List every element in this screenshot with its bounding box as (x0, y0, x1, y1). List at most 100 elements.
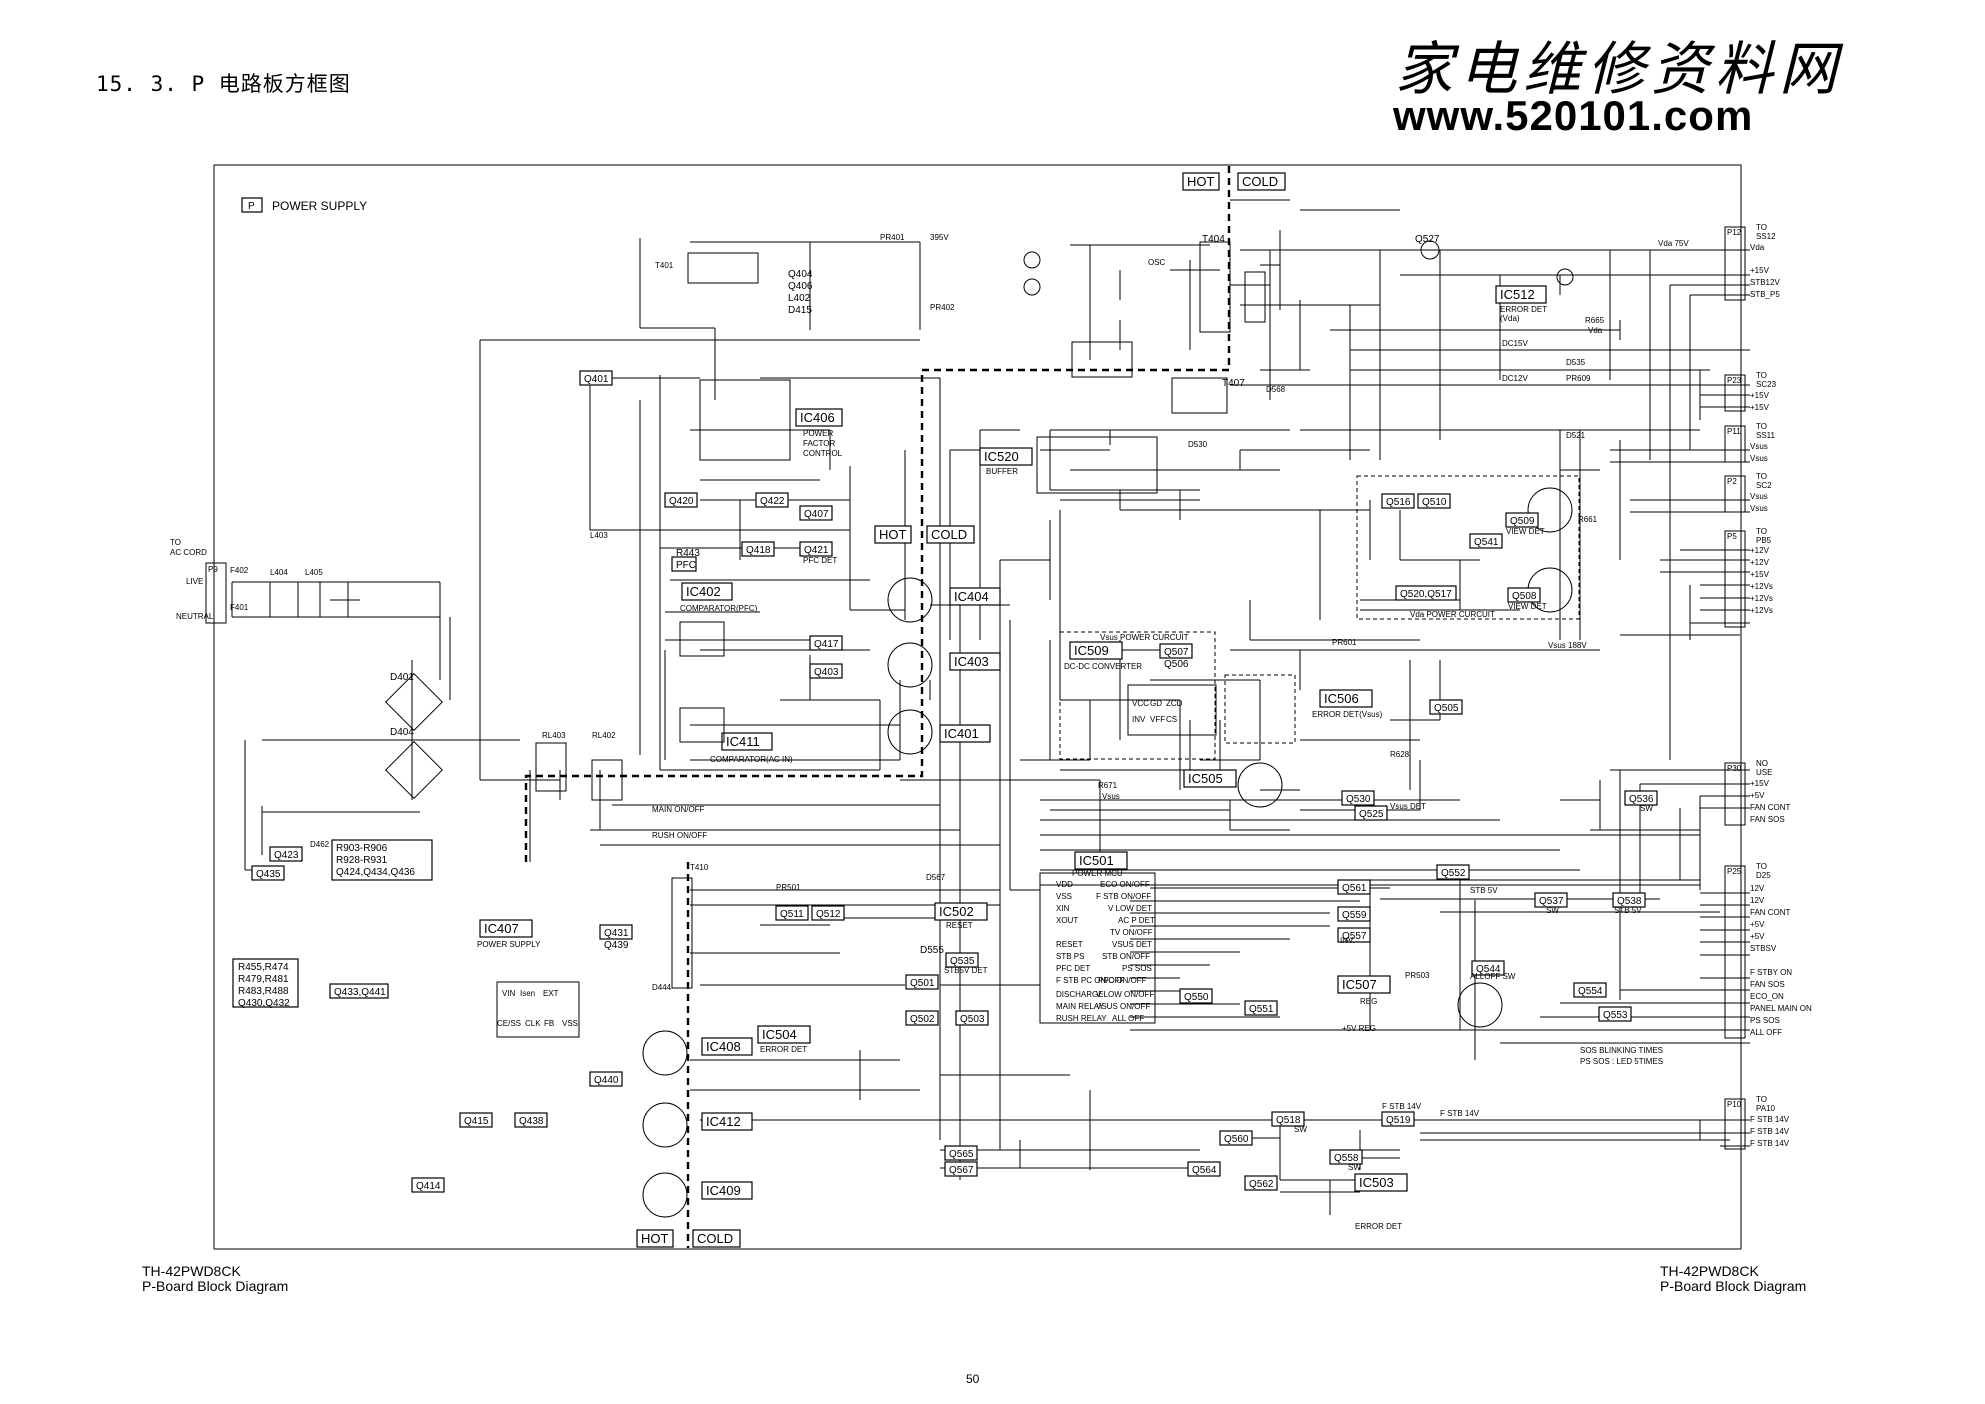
diagram-label: VIEW DET (1508, 602, 1547, 611)
p9-label: P9 (208, 565, 218, 574)
q404-line1: Q404 (788, 269, 813, 280)
diagram-label: Vsus (1750, 442, 1768, 451)
diagram-label: ALLOFF SW (1470, 972, 1516, 981)
diagram-frame (213, 164, 1742, 1250)
ic505-label: IC505 (1188, 771, 1223, 786)
page-number: 50 (966, 1372, 980, 1386)
q518-label: Q518 (1276, 1115, 1301, 1126)
diagram-label: Vda 75V (1658, 239, 1689, 248)
ic409-label: IC409 (706, 1183, 741, 1198)
diagram-label: Vsus DET (1390, 802, 1426, 811)
r443-label: R443 (676, 548, 700, 559)
diagram-label: SOS BLINKING TIMES (1580, 1046, 1663, 1055)
hot-tag-bottom: HOT (641, 1231, 669, 1246)
caption-left-model: TH-42PWD8CK (142, 1263, 241, 1279)
ic512-label: IC512 (1500, 287, 1535, 302)
diagram-label: R661 (1578, 515, 1598, 524)
ic501-label: IC501 (1079, 853, 1114, 868)
diagram-label: 395V (930, 233, 949, 242)
q559-label: Q559 (1342, 910, 1367, 921)
ic407-label: IC407 (484, 921, 519, 936)
q403-label: Q403 (814, 667, 839, 678)
diagram-label: Isen (520, 989, 535, 998)
diagram-label: +12Vs (1750, 582, 1773, 591)
q537-label: Q537 (1539, 896, 1564, 907)
diagram-label: P2 (1727, 477, 1737, 486)
q544-label: Q544 (1476, 964, 1501, 975)
ic403-label: IC403 (954, 654, 989, 669)
diagram-label: STB 5V (1470, 886, 1498, 895)
diagram-label: F STB 14V (1382, 1102, 1422, 1111)
ic503-desc: ERROR DET (1355, 1222, 1402, 1231)
diagram-label: F STB 14V (1750, 1115, 1790, 1124)
q404-line2: Q406 (788, 281, 813, 292)
p12-dest-2: SS12 (1756, 232, 1776, 241)
diagram-label: REG (1360, 997, 1377, 1006)
diagram-label: P5 (1727, 532, 1737, 541)
diagram-label: F STB ON/OFF (1096, 892, 1151, 901)
diagram-label: +12V (1750, 546, 1770, 555)
diagram-label: EXT (543, 989, 559, 998)
ic503-label: IC503 (1359, 1175, 1394, 1190)
q557-label: Q557 (1342, 931, 1367, 942)
ic404-label: IC404 (954, 589, 989, 604)
diagram-label: FAN CONT (1750, 803, 1791, 812)
diagram-label: INV (1132, 715, 1146, 724)
diagram-label: PB5 (1756, 536, 1772, 545)
diagram-label: XOUT (1056, 916, 1078, 925)
diagram-label: PR401 (880, 233, 905, 242)
ic509-desc: DC-DC CONVERTER (1064, 662, 1142, 671)
diagram-label: 12V (1750, 884, 1765, 893)
diagram-label: P23 (1727, 376, 1742, 385)
q422-label: Q422 (760, 496, 785, 507)
diagram-label: D521 (1566, 431, 1586, 440)
diagram-label: TO (1756, 862, 1767, 871)
t410-label: T410 (690, 863, 709, 872)
diagram-label: STB ON/OFF (1102, 952, 1150, 961)
diagram-label: PS SOS (1750, 1016, 1780, 1025)
q561-label: Q561 (1342, 883, 1367, 894)
diagram-label: Vsus 188V (1548, 641, 1587, 650)
diagram-label: FB (544, 1019, 554, 1028)
caption-right-model: TH-42PWD8CK (1660, 1263, 1759, 1279)
r455-line3: R483,R488 (238, 986, 289, 997)
diagram-label: PR609 (1566, 374, 1591, 383)
diagram-label: RUSH RELAY (1056, 1014, 1107, 1023)
diagram-label: STB12V (1750, 278, 1780, 287)
diagram-label: +5V (1750, 920, 1765, 929)
diagram-label: D530 (1188, 440, 1208, 449)
diagram-label: R628 (1390, 750, 1410, 759)
diagram-label: PR501 (776, 883, 801, 892)
ic401-label: IC401 (944, 726, 979, 741)
diagram-label: F STB 14V (1750, 1127, 1790, 1136)
diagram-label: +12Vs (1750, 594, 1773, 603)
diagram-label: D535 (1566, 358, 1586, 367)
diagram-label: Vsus (1750, 504, 1768, 513)
pfc-label: PFC (676, 560, 696, 571)
diagram-label: AC P DET (1118, 916, 1155, 925)
diagram-label: MAIN ON/OFF (652, 805, 705, 814)
diagram-label: D25 (1756, 871, 1771, 880)
q525-label: Q525 (1359, 809, 1384, 820)
diagram-label: VSUS ON/OFF (1096, 1002, 1150, 1011)
q550-label: Q550 (1184, 992, 1209, 1003)
diagram-label: V LOW ON/OFF (1096, 990, 1154, 999)
diagram-label: INV. (1340, 936, 1355, 945)
diagram-label: P30 (1727, 764, 1742, 773)
q527-label: Q527 (1415, 234, 1440, 245)
diagram-label: PS SOS : LED 5TIMES (1580, 1057, 1663, 1066)
ac-cord-line2: AC CORD (170, 548, 207, 557)
p12-dest-1: TO (1756, 223, 1767, 232)
diagram-label: Vsus POWER CURCUIT (1100, 633, 1189, 642)
ic411-desc: COMPARATOR(AC IN) (710, 755, 793, 764)
diagram-label: P25 (1727, 867, 1742, 876)
d401-label: D401 (390, 672, 414, 683)
neutral-label: NEUTRAL (176, 612, 214, 621)
diagram-label: DC12V (1502, 374, 1528, 383)
ic512-desc-1: ERROR DET (1500, 305, 1547, 314)
r903-line1: R903-R906 (336, 843, 388, 854)
diagram-label: ECO ON/OFF (1100, 880, 1150, 889)
diagram-label: Vsus (1750, 454, 1768, 463)
diagram-label: SW (1640, 804, 1653, 813)
diagram-label: RL403 (542, 731, 566, 740)
